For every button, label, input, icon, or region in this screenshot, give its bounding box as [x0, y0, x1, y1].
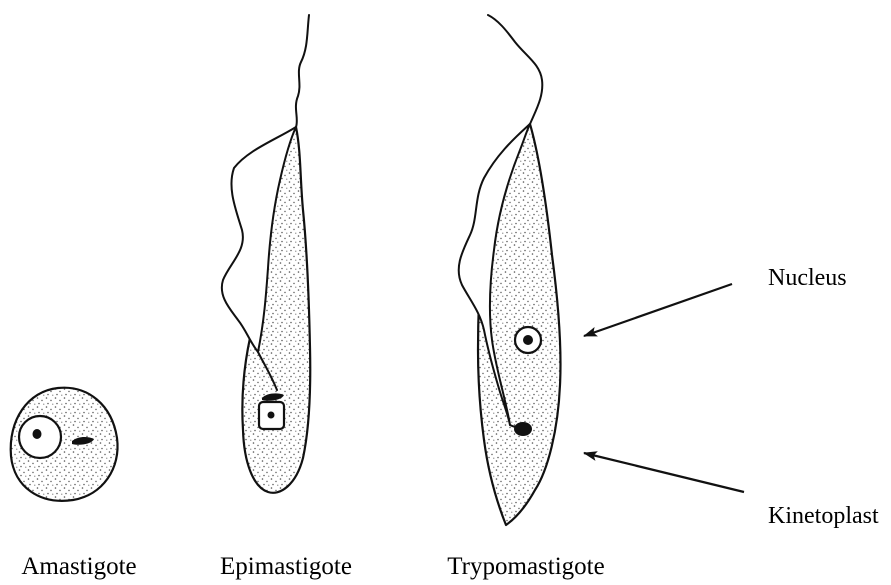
amastigote-cell	[11, 388, 118, 501]
trypomastigote-nucleolus	[523, 335, 533, 345]
kinetoplast-label: Kinetoplast	[768, 503, 879, 529]
epimastigote-label: Epimastigote	[220, 553, 352, 580]
amastigote-nucleolus	[33, 429, 42, 439]
trypomastigote-cell	[459, 15, 561, 525]
epimastigote-nucleolus	[268, 412, 275, 419]
trypomastigote-kinetoplast	[514, 422, 532, 436]
kinetoplast-arrow	[584, 453, 744, 492]
amastigote-label: Amastigote	[21, 553, 136, 580]
trypomastigote-flagellum	[488, 15, 542, 124]
epimastigote-flagellum	[296, 15, 309, 127]
nucleus-label: Nucleus	[768, 265, 847, 291]
epimastigote-cell	[222, 15, 310, 493]
nucleus-arrow	[584, 284, 732, 336]
trypomastigote-label: Trypomastigote	[447, 553, 604, 580]
